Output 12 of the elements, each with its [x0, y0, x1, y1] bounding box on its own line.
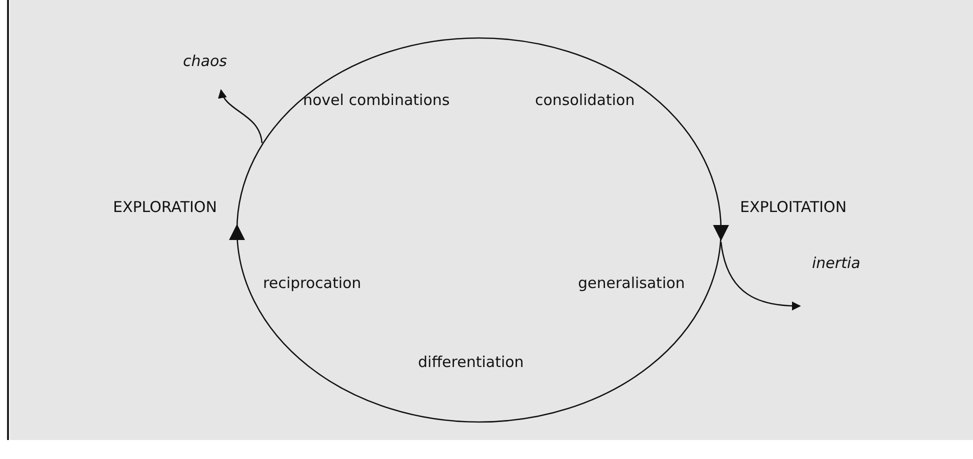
process-label: differentiation: [418, 353, 524, 371]
cycle-ellipse: [236, 37, 722, 423]
phase-label: EXPLORATION: [113, 198, 217, 216]
process-label: generalisation: [578, 274, 685, 292]
process-label: consolidation: [535, 91, 635, 109]
process-label: reciprocation: [263, 274, 362, 292]
process-label: novel combinations: [303, 91, 450, 109]
arrow: [720, 242, 801, 310]
outcome-label: chaos: [183, 52, 227, 90]
arrow: [219, 89, 263, 144]
phase-label: EXPLOITATION: [740, 198, 847, 216]
outcome-label: inertia: [800, 254, 860, 308]
